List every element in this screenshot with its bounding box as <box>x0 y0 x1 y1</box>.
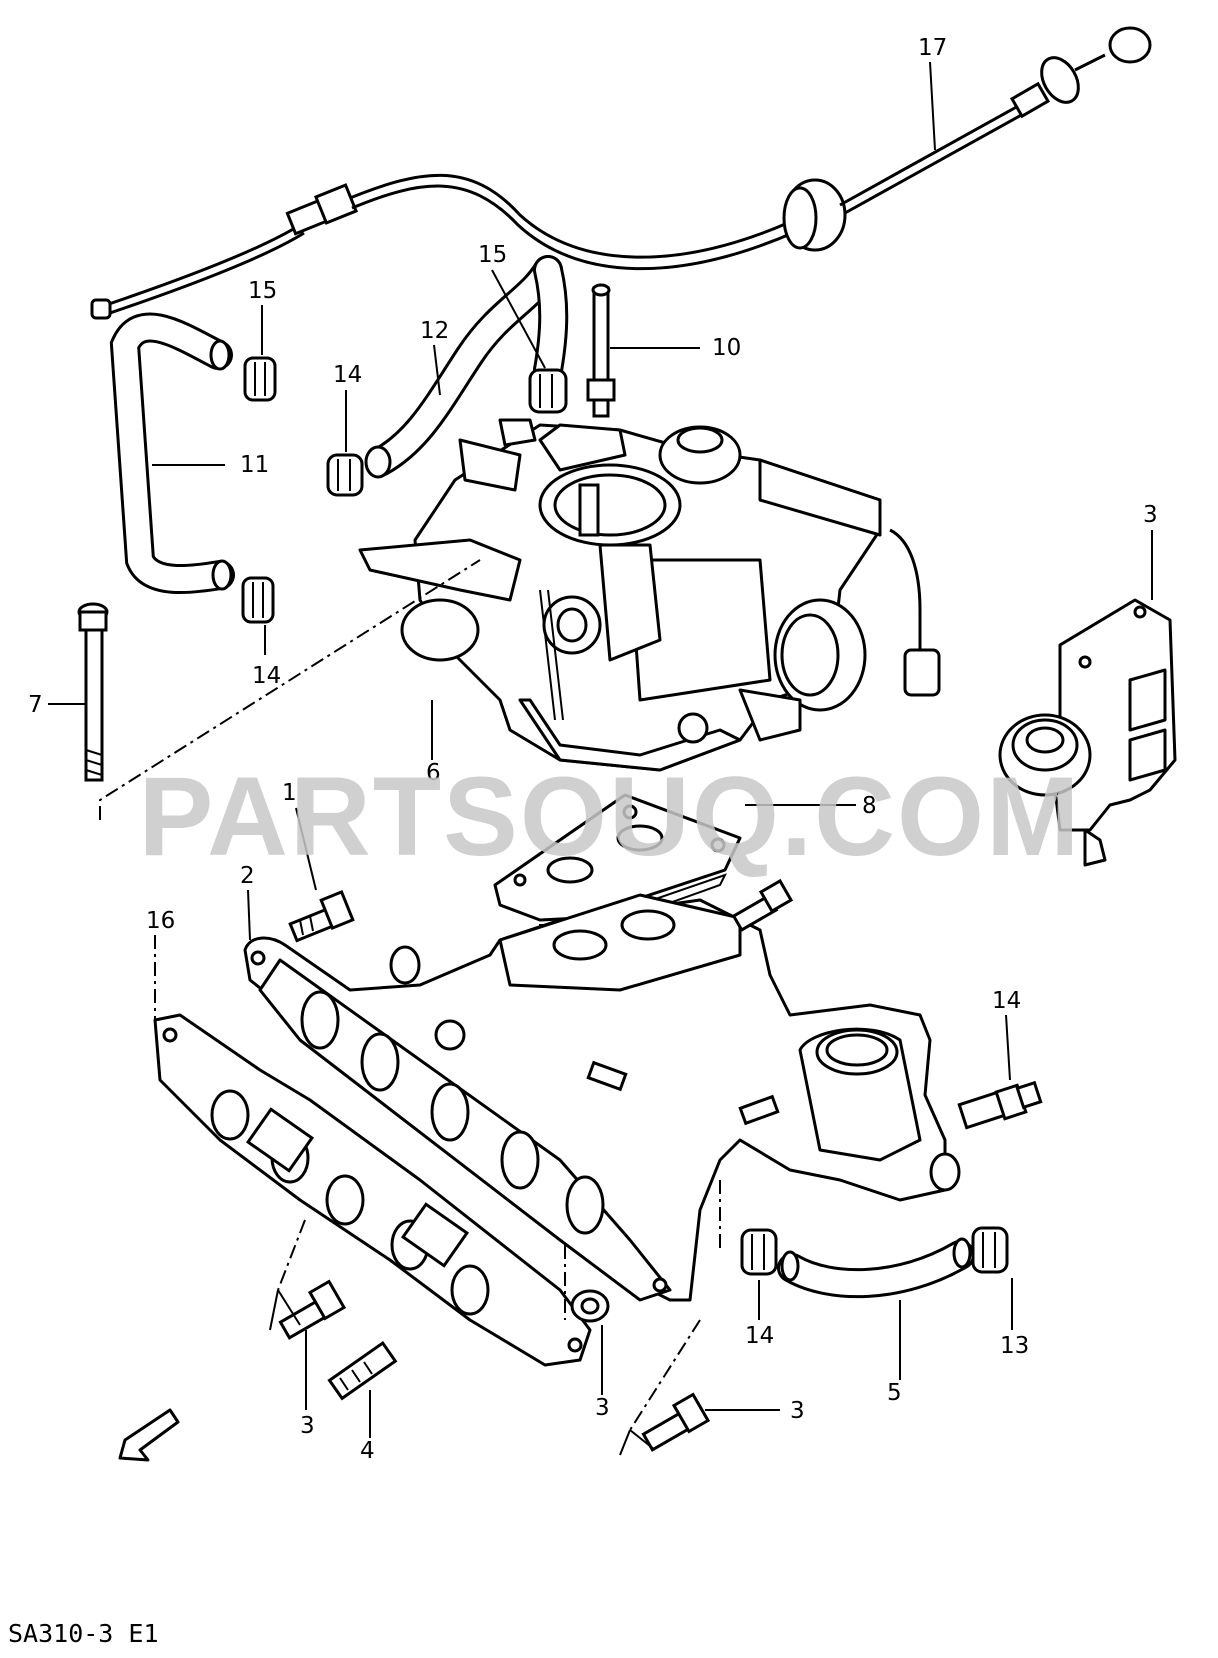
temperature-sensor-part-16[interactable] <box>957 1080 1043 1130</box>
diagram-code: SA310-3 E1 <box>8 1619 159 1648</box>
stud-bolt-part-10[interactable] <box>586 283 616 418</box>
long-bolt-part-9[interactable] <box>77 602 109 782</box>
water-hose-part-13[interactable] <box>777 1237 975 1299</box>
callout-14-upper: 14 <box>333 362 362 388</box>
hose-clamp-part-14-upper[interactable] <box>326 453 364 497</box>
hose-clamp-part-14-left[interactable] <box>241 576 275 624</box>
callout-14-lower-left: 14 <box>252 663 281 689</box>
bolt-part-3-lower-right[interactable] <box>641 1392 711 1452</box>
watermark: PARTSOUQ.COM <box>139 754 1082 879</box>
nut-part-5[interactable] <box>570 1289 610 1323</box>
callout-2: 16 <box>146 908 175 934</box>
intake-manifold-part-1[interactable] <box>243 878 961 1302</box>
hose-clamp-part-14-lower-mid[interactable] <box>740 1228 778 1276</box>
stud-part-4[interactable] <box>327 1340 398 1401</box>
callout-14-lower-right: 13 <box>1000 1333 1029 1359</box>
callout-14-lower-mid: 14 <box>745 1323 774 1349</box>
callout-5: 3 <box>595 1395 610 1421</box>
callout-17: 17 <box>918 35 947 61</box>
throttle-cable-part-17[interactable] <box>90 26 1152 320</box>
hose-clamp-part-14-lower-right[interactable] <box>971 1226 1009 1274</box>
callout-12: 12 <box>420 318 449 344</box>
callout-11: 11 <box>240 452 269 478</box>
hose-clamp-part-15[interactable] <box>243 356 277 402</box>
callout-16: 14 <box>992 988 1021 1014</box>
callout-15-left: 15 <box>248 278 277 304</box>
callout-15-right: 15 <box>478 242 507 268</box>
hose-clamp-part-15-right[interactable] <box>528 368 568 414</box>
callout-7: 3 <box>1143 502 1158 528</box>
bolt-part-3-upper[interactable] <box>288 890 355 943</box>
callout-4: 4 <box>360 1438 375 1464</box>
front-direction-arrow-icon <box>118 1408 180 1462</box>
callout-1: 2 <box>240 863 255 889</box>
callout-3-upper: 1 <box>282 780 297 806</box>
callout-10: 10 <box>712 335 741 361</box>
callout-13: 5 <box>887 1380 902 1406</box>
callout-8: 8 <box>862 793 877 819</box>
callout-3-lower-right: 3 <box>790 1398 805 1424</box>
vacuum-hose-part-11[interactable] <box>109 312 235 595</box>
manifold-gasket-part-2[interactable] <box>153 1013 592 1367</box>
hose-part-12[interactable] <box>364 255 569 479</box>
callout-3-lower-left: 3 <box>300 1413 315 1439</box>
carburetor-part-6[interactable] <box>358 418 941 772</box>
callout-6: 6 <box>426 760 441 786</box>
bolt-part-3-lower-left[interactable] <box>278 1279 347 1340</box>
callout-9: 7 <box>28 692 43 718</box>
egr-valve-bracket-part-7[interactable] <box>998 598 1177 867</box>
